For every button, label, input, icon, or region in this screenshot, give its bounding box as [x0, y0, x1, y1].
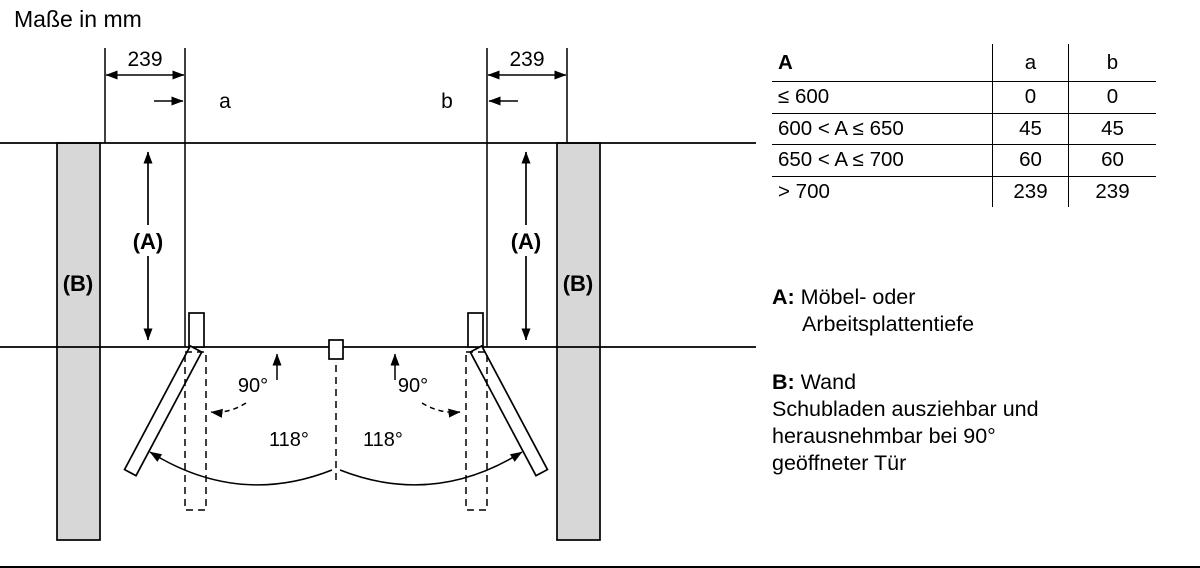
- table-cell-condition: 600 < A ≤ 650: [772, 114, 992, 145]
- label-bg: [498, 225, 554, 256]
- door-left-90-dashed: [184, 351, 207, 511]
- legend-note-1: Schubladen ausziehbar und: [772, 397, 1039, 421]
- page-title: Maße in mm: [14, 6, 142, 32]
- table-cell-b: 60: [1068, 145, 1156, 177]
- table-header-A: A: [772, 44, 992, 82]
- angle-90-pointer-left: [210, 402, 247, 418]
- label-bg: [120, 225, 176, 256]
- angle-90-pointer-right: [421, 402, 461, 418]
- door-right-90-dashed: [465, 351, 488, 511]
- table-header-b: b: [1068, 44, 1156, 82]
- wall-right: [556, 142, 601, 541]
- legend-a-line1: A: Möbel- oder: [772, 284, 1039, 311]
- legend-a-text: Möbel- oder: [800, 285, 916, 309]
- table-cell-b: 0: [1068, 82, 1156, 114]
- clearance-table: A a b ≤ 600 0 0 600 < A ≤ 650 45 45 650 …: [772, 44, 1156, 207]
- legend-a-line2: Arbeitsplattentiefe: [802, 312, 975, 336]
- legend-b-text: Wand: [800, 370, 857, 394]
- door-left-open: [123, 344, 203, 477]
- hinge-right: [467, 312, 484, 348]
- legend-note-2: herausnehmbar bei 90°: [772, 424, 996, 448]
- angle-118-arc-left: [149, 451, 333, 486]
- door-right-open: [469, 344, 549, 477]
- dim-a-label: a: [219, 90, 231, 113]
- wall-left: [56, 142, 101, 541]
- center-mullion: [328, 339, 344, 360]
- wall-label-left: (B): [63, 271, 94, 296]
- legend-b-key: B:: [772, 370, 795, 394]
- depth-label-right: (A): [511, 229, 542, 254]
- table-cell-a: 0: [992, 82, 1068, 114]
- table-cell-a: 60: [992, 145, 1068, 177]
- table-cell-b: 45: [1068, 113, 1156, 145]
- table-cell-condition: ≤ 600: [772, 82, 992, 114]
- table-header-a: a: [992, 44, 1068, 82]
- dim-239-left-label: 239: [127, 48, 162, 71]
- table-cell-a: 239: [992, 176, 1068, 207]
- figure-bottom-rule: [0, 566, 1200, 568]
- dim-b-label: b: [441, 90, 453, 113]
- table-cell-condition: > 700: [778, 179, 830, 203]
- angle-90-right-label: 90°: [398, 375, 428, 397]
- installation-diagram: 239 239 a b (A) (A) (B) (B) 90° 90° 118°…: [0, 48, 756, 541]
- angle-118-left-label: 118°: [269, 429, 309, 451]
- hinge-left: [188, 312, 205, 348]
- table-cell-b: 239: [1068, 176, 1156, 207]
- legend: A: Möbel- oder Arbeitsplattentiefe B: Wa…: [772, 284, 1039, 477]
- angle-118-right-label: 118°: [363, 429, 403, 451]
- angle-118-arc-right: [339, 451, 523, 486]
- legend-spacer: [772, 338, 1039, 369]
- table-cell-a: 45: [992, 113, 1068, 145]
- angle-90-left-label: 90°: [238, 375, 268, 397]
- table-cell-condition: 650 < A ≤ 700: [772, 145, 992, 177]
- legend-note-3: geöffneter Tür: [772, 451, 907, 475]
- dim-239-right-label: 239: [509, 48, 544, 71]
- depth-label-left: (A): [133, 229, 164, 254]
- legend-a-key: A:: [772, 285, 795, 309]
- legend-b-line: B: Wand: [772, 369, 1039, 396]
- wall-label-right: (B): [563, 271, 594, 296]
